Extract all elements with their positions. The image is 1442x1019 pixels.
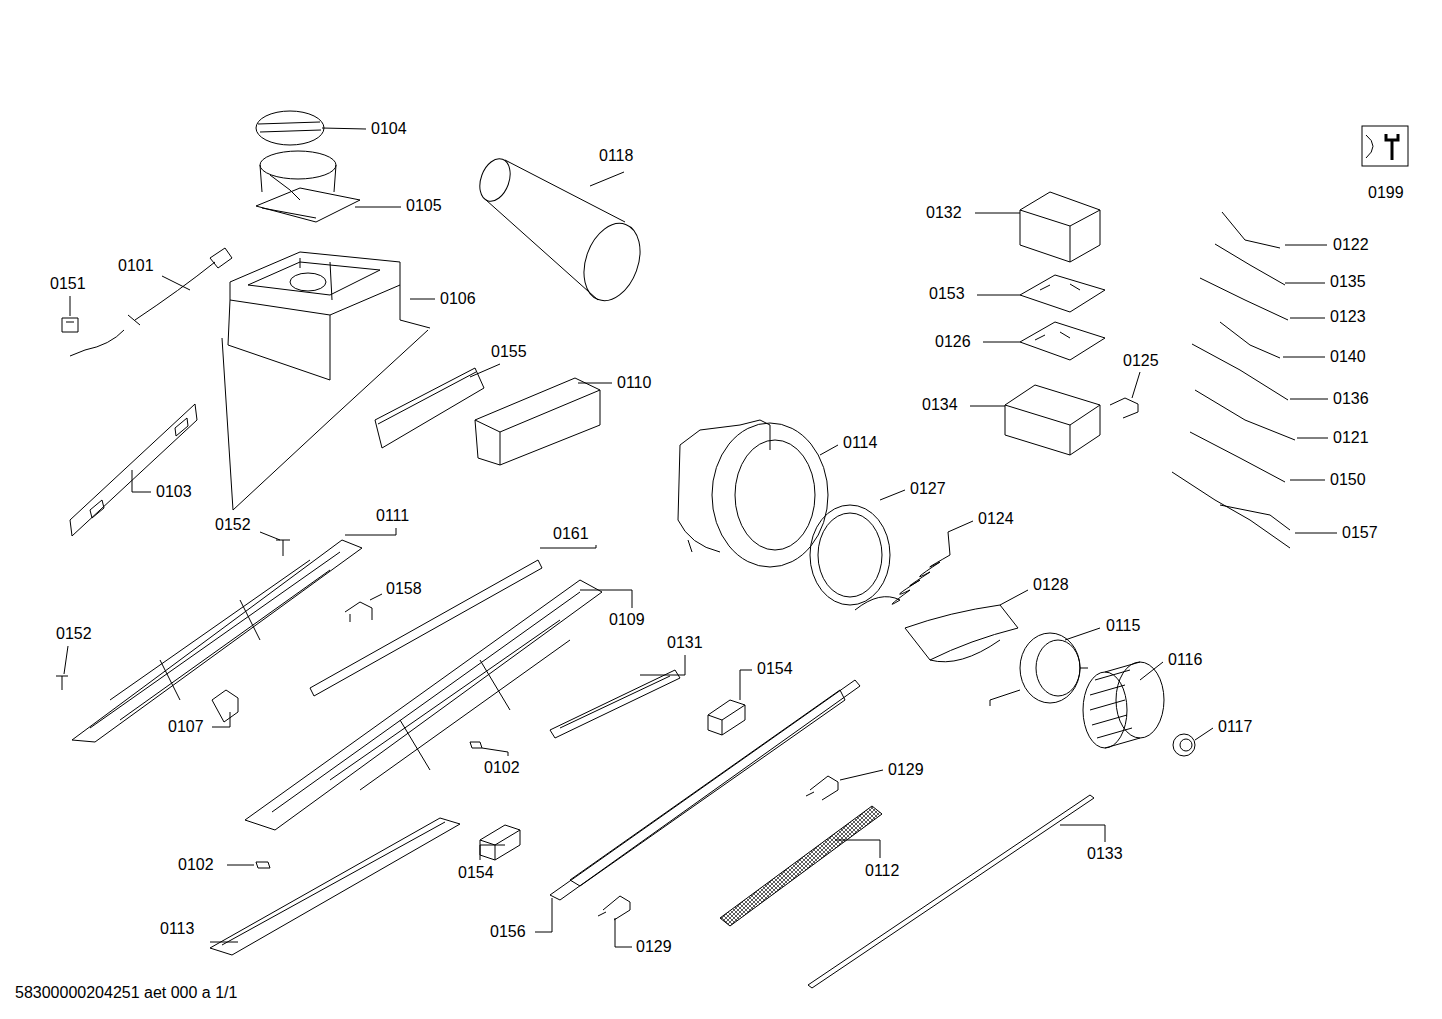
- callout-number: 0124: [977, 510, 1015, 528]
- callout-number: 0118: [598, 147, 634, 165]
- part-motor: [990, 633, 1088, 706]
- callout-number: 0101: [117, 257, 155, 275]
- part-filter-cylinder: [474, 155, 650, 309]
- part-rail: [550, 670, 680, 738]
- service-icon: [1362, 126, 1408, 166]
- part-small-tab: [256, 742, 482, 868]
- callout-number: 0113: [159, 920, 195, 938]
- part-strip-front: [210, 818, 460, 955]
- part-plate: [70, 404, 197, 536]
- part-bar: [310, 560, 542, 696]
- callout-number: 0102: [483, 759, 521, 777]
- callout-number: 0155: [490, 343, 528, 361]
- part-collar: [256, 151, 360, 222]
- callout-number: 0154: [756, 660, 794, 678]
- part-electronics: [1005, 192, 1138, 455]
- part-grease-filter: [720, 806, 882, 926]
- callout-number: 0161: [552, 525, 590, 543]
- callout-number: 0114: [842, 434, 878, 452]
- callout-number: 0199: [1367, 184, 1405, 202]
- callout-number: 0154: [457, 864, 495, 882]
- part-fan-housing: [678, 420, 828, 567]
- callout-number: 0152: [55, 625, 93, 643]
- callout-number: 0156: [489, 923, 527, 941]
- part-cable-set: [1172, 212, 1295, 548]
- part-cap: [1173, 734, 1195, 756]
- callout-number: 0102: [177, 856, 215, 874]
- callout-number: 0140: [1329, 348, 1367, 366]
- part-frame-large: [245, 580, 602, 830]
- part-ring: [810, 505, 890, 605]
- callout-number: 0109: [608, 611, 646, 629]
- callout-number: 0105: [405, 197, 443, 215]
- part-screw: [56, 540, 290, 690]
- callout-number: 0150: [1329, 471, 1367, 489]
- part-housing: [222, 252, 430, 510]
- part-disk: [256, 111, 324, 145]
- callout-number: 0136: [1332, 390, 1370, 408]
- callout-number: 0110: [616, 374, 652, 392]
- callout-number: 0157: [1341, 524, 1379, 542]
- callout-number: 0106: [439, 290, 477, 308]
- callout-number: 0133: [1086, 845, 1124, 863]
- leader-lines: [64, 128, 1337, 947]
- part-panel: [808, 795, 1094, 988]
- callout-number: 0131: [666, 634, 704, 652]
- part-trough: [905, 605, 1018, 662]
- callout-number: 0103: [155, 483, 193, 501]
- part-frame: [72, 540, 362, 742]
- part-fan-wheel: [1083, 662, 1164, 748]
- callout-number: 0128: [1032, 576, 1070, 594]
- callout-number: 0152: [214, 516, 252, 534]
- callout-number: 0158: [385, 580, 423, 598]
- callout-number: 0125: [1122, 352, 1160, 370]
- part-bracket: [475, 378, 600, 465]
- callout-number: 0104: [370, 120, 408, 138]
- part-block: [480, 700, 745, 860]
- callout-number: 0123: [1329, 308, 1367, 326]
- part-power-cable: [62, 248, 232, 356]
- drawing-number: 58300000204251 aet 000 a 1/1: [14, 984, 238, 1002]
- callout-number: 0129: [887, 761, 925, 779]
- part-heater-coil: [855, 532, 950, 610]
- callout-number: 0116: [1167, 651, 1203, 669]
- callout-number: 0135: [1329, 273, 1367, 291]
- part-clip: [212, 602, 372, 722]
- callout-number: 0107: [167, 718, 205, 736]
- callout-number: 0153: [928, 285, 966, 303]
- callout-number: 0132: [925, 204, 963, 222]
- part-glass-panel: [550, 680, 860, 900]
- callout-number: 0117: [1217, 718, 1253, 736]
- callout-number: 0126: [934, 333, 972, 351]
- callout-number: 0127: [909, 480, 947, 498]
- callout-number: 0115: [1105, 617, 1141, 635]
- callout-number: 0111: [375, 507, 410, 525]
- callout-number: 0112: [864, 862, 900, 880]
- callout-number: 0151: [49, 275, 87, 293]
- part-strip: [375, 368, 484, 448]
- callout-number: 0134: [921, 396, 959, 414]
- callout-number: 0129: [635, 938, 673, 956]
- part-clip-small: [598, 776, 838, 920]
- callout-number: 0122: [1332, 236, 1370, 254]
- callout-number: 0121: [1332, 429, 1370, 447]
